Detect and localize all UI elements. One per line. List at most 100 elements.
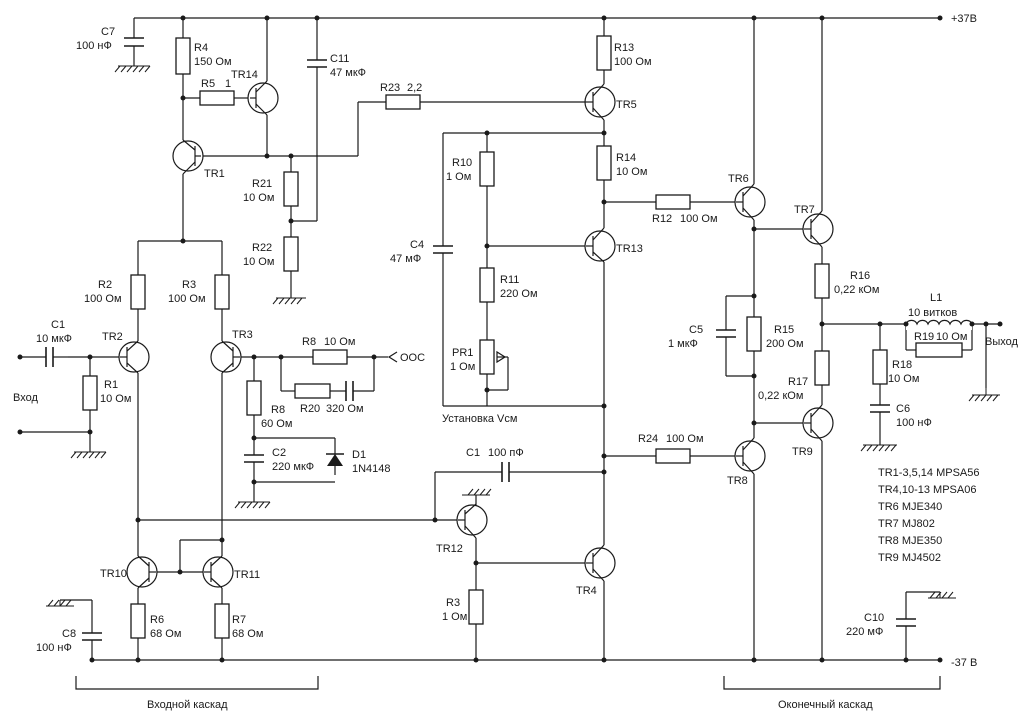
component-labels: +37В -37 В C7 100 нФ R4 150 Ом R5 1 TR14…	[13, 13, 1018, 669]
ground-symbols	[46, 65, 1000, 607]
r8-top-label: R8	[302, 336, 316, 348]
tr14-label: TR14	[231, 69, 258, 81]
r8-label: R8	[271, 404, 285, 416]
c2-label: C2	[272, 447, 286, 459]
c11-label: C11	[330, 53, 349, 65]
r6-value: 68 Ом	[150, 628, 181, 640]
r17-label: R17	[788, 376, 808, 388]
r7-value: 68 Ом	[232, 628, 263, 640]
c6-label: C6	[896, 403, 910, 415]
input-stage-title: Входной каскад	[147, 699, 228, 711]
c6-value: 100 нФ	[896, 417, 932, 429]
r20-label: R20	[300, 403, 320, 415]
c1-label: C1	[51, 319, 65, 331]
r10-label: R10	[452, 157, 472, 169]
tr10-label: TR10	[100, 568, 127, 580]
r14-value: 10 Ом	[616, 166, 647, 178]
r11-label: R11	[500, 274, 519, 286]
pr1-label: PR1	[452, 347, 473, 359]
r19-value: 10 Ом	[936, 331, 967, 343]
section-titles: Входной каскад Оконечный каскад	[147, 699, 873, 711]
r12-value: 100 Ом	[680, 213, 718, 225]
transistors	[118, 80, 834, 589]
r23-value: 2,2	[407, 82, 422, 94]
d1-diode	[326, 453, 344, 466]
r13-value: 100 Ом	[614, 56, 652, 68]
input-label: Вход	[13, 392, 38, 404]
r4-label: R4	[194, 42, 208, 54]
r21-value: 10 Ом	[243, 192, 274, 204]
tr2-label: TR2	[102, 331, 123, 343]
r3b-label: R3	[446, 597, 460, 609]
r23-label: R23	[380, 82, 400, 94]
r1-value: 10 Ом	[100, 393, 131, 405]
r24-value: 100 Ом	[666, 433, 704, 445]
c11-value: 47 мкФ	[330, 67, 366, 79]
tr3-label: TR3	[232, 329, 253, 341]
tr5-label: TR5	[616, 99, 637, 111]
r2-label: R2	[98, 279, 112, 291]
r18-label: R18	[892, 359, 912, 371]
tr13-label: TR13	[616, 243, 643, 255]
tr12-label: TR12	[436, 543, 463, 555]
c10-label: C10	[864, 612, 884, 624]
tr11-label: TR11	[234, 569, 260, 581]
vcm-label: Установка Vcм	[442, 413, 517, 425]
r5-value: 1	[225, 78, 231, 90]
parts-list-item: TR8 MJE350	[878, 535, 942, 547]
r10-value: 1 Ом	[446, 171, 471, 183]
c1b-label: C1	[466, 447, 480, 459]
c8-label: C8	[62, 628, 76, 640]
c2-value: 220 мкФ	[272, 461, 314, 473]
c7-label: C7	[101, 26, 115, 38]
tr4-label: TR4	[576, 585, 597, 597]
r22-value: 10 Ом	[243, 256, 274, 268]
c7-value: 100 нФ	[76, 40, 112, 52]
tr6-label: TR6	[728, 173, 749, 185]
output-stage-title: Оконечный каскад	[778, 699, 873, 711]
r22-label: R22	[252, 242, 272, 254]
r12-label: R12	[652, 213, 672, 225]
r15-value: 200 Ом	[766, 338, 804, 350]
tr7-label: TR7	[794, 204, 815, 216]
parts-list-item: TR6 MJE340	[878, 501, 942, 513]
parts-list-item: TR4,10-13 MPSA06	[878, 484, 976, 496]
junction-dots	[17, 15, 1003, 663]
r3-label: R3	[182, 279, 196, 291]
ooc-label: ООС	[400, 352, 425, 364]
r16-value: 0,22 кОм	[834, 284, 879, 296]
tr8-label: TR8	[727, 475, 748, 487]
r11-value: 220 Ом	[500, 288, 538, 300]
c8-value: 100 нФ	[36, 642, 72, 654]
r5-label: R5	[201, 78, 215, 90]
c10-value: 220 мФ	[846, 626, 883, 638]
d1-label: D1	[352, 449, 366, 461]
r8-top-value: 10 Ом	[324, 336, 355, 348]
wires	[20, 17, 1000, 661]
positive-rail-label: +37В	[951, 13, 977, 25]
r8-value: 60 Ом	[261, 418, 292, 430]
r16-label: R16	[850, 270, 870, 282]
r6-label: R6	[150, 614, 164, 626]
d1-value: 1N4148	[352, 463, 391, 475]
r20-value: 320 Ом	[326, 403, 364, 415]
r2-value: 100 Ом	[84, 293, 122, 305]
output-label: Выход	[985, 336, 1018, 348]
section-brackets	[75, 676, 941, 690]
resistors	[82, 35, 963, 639]
r15-label: R15	[774, 324, 794, 336]
r21-label: R21	[252, 178, 272, 190]
tr9-label: TR9	[792, 446, 813, 458]
l1-inductor	[905, 318, 973, 330]
r14-label: R14	[616, 152, 636, 164]
r13-label: R13	[614, 42, 634, 54]
c1-value: 10 мкФ	[36, 333, 72, 345]
pr1-potentiometer	[479, 339, 495, 375]
l1-label: L1	[930, 292, 942, 304]
r1-label: R1	[104, 379, 118, 391]
l1-value: 10 витков	[908, 307, 957, 319]
parts-list: TR1-3,5,14 MPSA56 TR4,10-13 MPSA06 TR6 M…	[878, 467, 980, 564]
r24-label: R24	[638, 433, 658, 445]
